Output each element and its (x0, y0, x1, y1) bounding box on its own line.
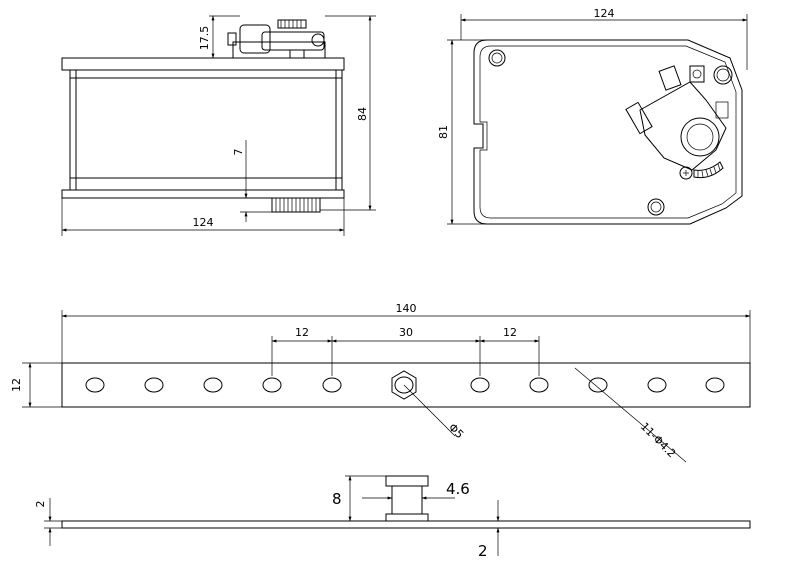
dim-stud-height: 8 (332, 490, 342, 508)
dim-holes: 11-Φ4.2 (638, 420, 678, 460)
dim-pitch-right: 12 (503, 326, 517, 339)
shaft-clamp-mechanism (625, 65, 729, 180)
dim-plate-height: 12 (10, 378, 23, 392)
actuator-side-view: 17.5 84 7 124 (61, 15, 376, 236)
dim-front-height: 81 (437, 125, 450, 139)
dim-plate-length: 140 (396, 302, 417, 315)
top-clamp-mechanism (227, 19, 326, 59)
bottom-gear (271, 197, 321, 213)
dim-front-width: 124 (594, 7, 615, 20)
dim-width: 124 (193, 216, 214, 229)
mounting-plate: 140 12 12 30 12 Φ5 11-Φ4.2 (10, 302, 751, 463)
dim-stud-width: 4.6 (446, 480, 470, 498)
dim-height-top: 17.5 (198, 26, 211, 51)
actuator-front-view: 124 81 (437, 7, 748, 225)
dim-thickness-left: 2 (34, 501, 47, 508)
dim-center-distance: 30 (399, 326, 413, 339)
dim-center-hole: Φ5 (446, 421, 466, 441)
dim-height: 84 (356, 107, 369, 121)
dim-pitch-left: 12 (295, 326, 309, 339)
bracket-side-view: 2 8 4.6 2 (34, 475, 751, 560)
dim-small: 7 (232, 149, 245, 156)
dim-thickness-right: 2 (478, 542, 488, 560)
